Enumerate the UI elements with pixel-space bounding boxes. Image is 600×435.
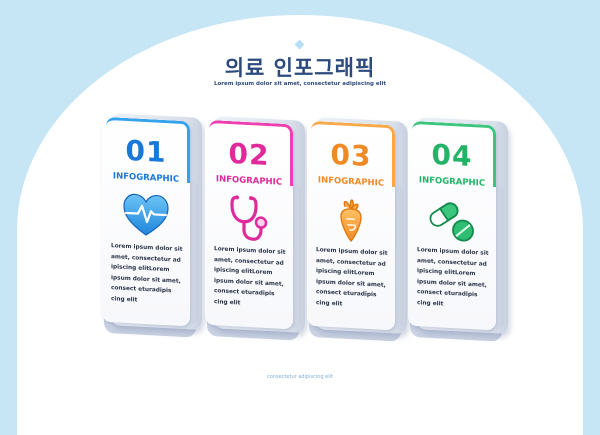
carrot-icon [326, 194, 376, 245]
page-title: 의료 인포그래픽 [224, 56, 376, 80]
card-description: Lorem ipsum dolor sit amet, consectetur … [316, 247, 388, 308]
infographic-card-1: 01 INFOGRAPHIC Lorem ipsum dolor sit ame… [102, 113, 202, 338]
card-number: 01 [125, 133, 167, 170]
footer-caption: consectetur adipiscing elit [267, 374, 333, 380]
stethoscope-icon [224, 193, 274, 244]
pills-icon [427, 194, 477, 245]
card-face: 01 INFOGRAPHIC Lorem ipsum dolor sit ame… [102, 116, 190, 327]
card-face: 03 INFOGRAPHIC Lorem ipsum dolor sit ame… [307, 120, 395, 331]
infographic-card-2: 02 INFOGRAPHIC Lorem ipsum dolor sit ame… [205, 116, 305, 341]
infographic-card-3: 03 INFOGRAPHIC Lorem ipsum dolor sit ame… [307, 117, 407, 342]
card-description: Lorem ipsum dolor sit amet, consectetur … [214, 246, 286, 307]
card-face: 04 INFOGRAPHIC Lorem ipsum dolor sit ame… [408, 120, 496, 331]
infographic-card-4: 04 INFOGRAPHIC Lorem ipsum dolor sit ame… [408, 117, 508, 342]
page-subtitle: Lorem ipsum dolor sit amet, consectetur … [214, 81, 386, 87]
card-description: Lorem ipsum dolor sit amet, consectetur … [111, 243, 183, 304]
heart-pulse-icon [121, 190, 171, 241]
card-number: 04 [431, 137, 473, 174]
card-face: 02 INFOGRAPHIC Lorem ipsum dolor sit ame… [205, 119, 293, 330]
card-number: 02 [228, 136, 270, 173]
card-description: Lorem ipsum dolor sit amet, consectetur … [417, 247, 489, 308]
card-number: 03 [330, 137, 372, 174]
